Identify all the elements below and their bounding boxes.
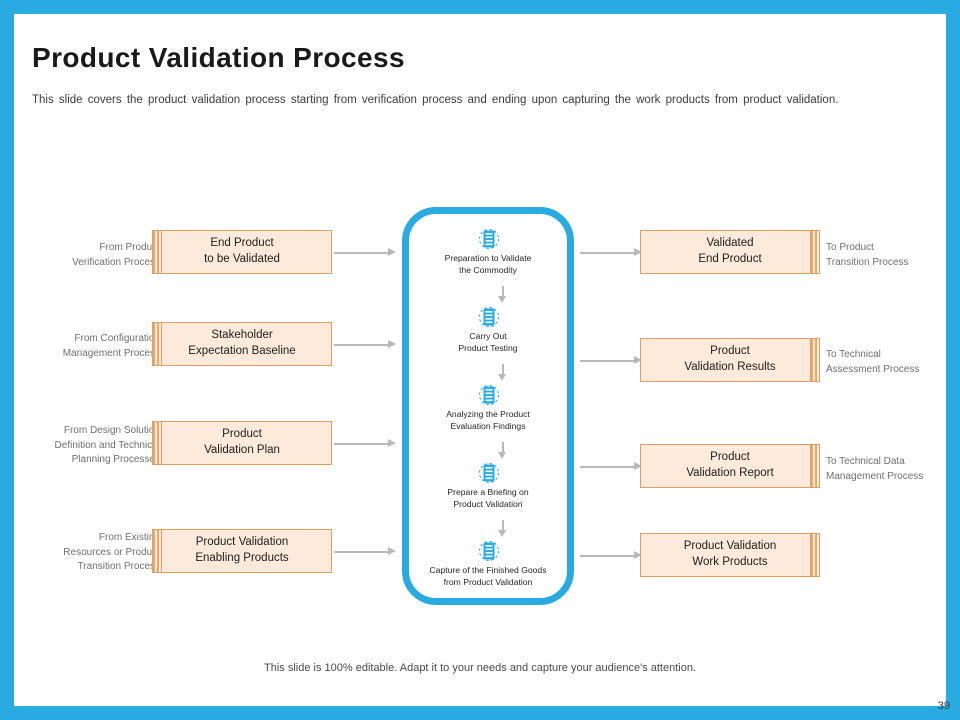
page-number: 39 <box>937 700 950 712</box>
arrow-input-2 <box>334 340 396 349</box>
step-connector-4 <box>498 520 507 537</box>
arrow-input-4 <box>334 547 396 556</box>
page-title: Product Validation Process <box>32 42 405 73</box>
output-box-2[interactable]: Product Validation Results <box>640 338 820 382</box>
process-step-2[interactable]: Carry Out Product Testing <box>402 304 574 354</box>
input-caption-1: From Product Verification Process <box>72 242 160 268</box>
process-step-1-label: Preparation to Validate the Commodity <box>444 253 532 275</box>
output-caption-3: To Technical Data Management Process <box>826 456 924 482</box>
process-step-1[interactable]: Preparation to Validate the Commodity <box>402 226 574 276</box>
process-step-5-label: Capture of the Finished Goods from Produ… <box>429 565 547 587</box>
document-icon <box>478 304 499 328</box>
output-box-1[interactable]: Validated End Product <box>640 230 820 274</box>
input-box-2[interactable]: Stakeholder Expectation Baseline <box>152 322 332 366</box>
arrow-input-3 <box>334 439 396 448</box>
process-step-4-label: Prepare a Briefing on Product Validation <box>447 487 529 509</box>
arrow-output-3 <box>580 462 642 471</box>
input-box-3[interactable]: Product Validation Plan <box>152 421 332 465</box>
input-box-4[interactable]: Product Validation Enabling Products <box>152 529 332 573</box>
arrow-output-2 <box>580 356 642 365</box>
process-step-3[interactable]: Analyzing the Product Evaluation Finding… <box>402 382 574 432</box>
document-icon <box>478 226 499 250</box>
output-box-3[interactable]: Product Validation Report <box>640 444 820 488</box>
input-box-1[interactable]: End Product to be Validated <box>152 230 332 274</box>
page-subtitle: This slide covers the product validation… <box>32 94 839 106</box>
document-icon <box>478 460 499 484</box>
document-icon <box>478 538 499 562</box>
output-caption-2: To Technical Assessment Process <box>826 349 920 375</box>
process-panel <box>402 207 574 605</box>
process-step-2-label: Carry Out Product Testing <box>458 331 518 353</box>
output-caption-1: To Product Transition Process <box>826 242 909 268</box>
process-step-3-label: Analyzing the Product Evaluation Finding… <box>446 409 530 431</box>
slide-canvas: Product Validation Process This slide co… <box>14 14 946 706</box>
input-caption-2: From Configuration Management Process <box>62 333 160 359</box>
arrow-input-1 <box>334 248 396 257</box>
footer-note: This slide is 100% editable. Adapt it to… <box>264 662 696 674</box>
output-box-4[interactable]: Product Validation Work Products <box>640 533 820 577</box>
arrow-output-1 <box>580 248 642 257</box>
step-connector-1 <box>498 286 507 303</box>
arrow-output-4 <box>580 551 642 560</box>
document-icon <box>478 382 499 406</box>
input-caption-3: From Design Solution Definition and Tech… <box>54 425 160 465</box>
step-connector-3 <box>498 442 507 459</box>
process-step-4[interactable]: Prepare a Briefing on Product Validation <box>402 460 574 510</box>
input-caption-4: From Existing Resources or Product Trans… <box>63 532 160 572</box>
process-step-5[interactable]: Capture of the Finished Goods from Produ… <box>402 538 574 588</box>
step-connector-2 <box>498 364 507 381</box>
